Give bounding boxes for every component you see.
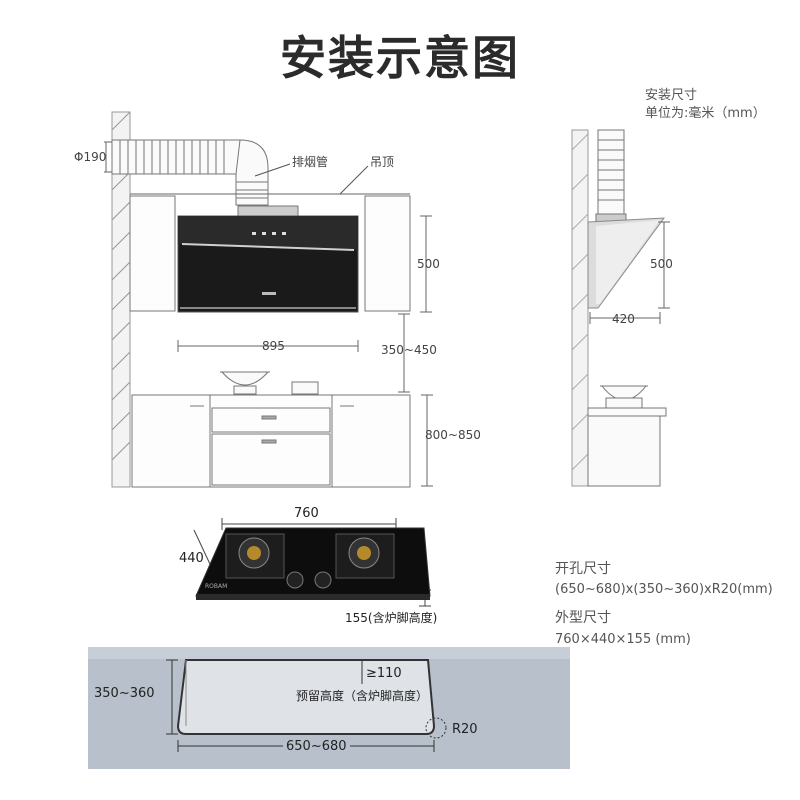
- cutout-spec-value: (650~680)x(350~360)xR20(mm): [555, 582, 773, 597]
- cooktop-depth-label: 440: [179, 551, 204, 566]
- cutout-spec-title: 开孔尺寸: [555, 561, 611, 577]
- unit-label: 单位为:毫米（mm）: [645, 106, 766, 121]
- base-cabinet: [131, 394, 411, 488]
- outer-spec-title: 外型尺寸: [555, 610, 611, 626]
- side-cabinet: [587, 385, 667, 487]
- pipe-diameter-label: Φ190: [74, 150, 107, 164]
- range-hood-side: [587, 213, 666, 309]
- cutout-width-label: 650~680: [283, 739, 350, 754]
- cooktop-width-label: 760: [294, 506, 319, 521]
- cabinet-height-label: 800~850: [425, 428, 481, 442]
- side-pipe: [597, 129, 625, 215]
- side-depth-label: 420: [612, 312, 635, 326]
- knob-right: [314, 571, 332, 589]
- radius-label: R20: [452, 722, 478, 737]
- side-height-label: 500: [650, 257, 673, 271]
- knob-left: [286, 571, 304, 589]
- clearance-label: ≥110: [366, 666, 402, 681]
- hood-height-label: 500: [417, 257, 440, 271]
- exhaust-pipe: [111, 139, 269, 206]
- brand-logo: ROBAM: [205, 583, 228, 590]
- burner-left: [225, 533, 285, 579]
- ceiling-label: 吊顶: [370, 155, 395, 169]
- cooktop-height-label: 155(含炉脚高度): [345, 611, 438, 625]
- cutout-shape: [176, 659, 436, 735]
- range-hood-front: [177, 205, 359, 313]
- page-title: 安装示意图: [280, 31, 520, 85]
- hood-dimensions: [104, 141, 433, 487]
- upper-cabinets: [129, 195, 411, 312]
- side-dimensions: [589, 221, 670, 324]
- side-wall: [571, 129, 589, 487]
- install-size-label: 安装尺寸: [645, 88, 698, 103]
- gas-cooktop: [195, 527, 431, 600]
- burner-right: [335, 533, 395, 579]
- hood-width-label: 895: [262, 339, 285, 353]
- reserve-height-label: 预留高度（含炉脚高度）: [296, 689, 429, 703]
- cutout-depth-label: 350~360: [94, 686, 155, 701]
- exhaust-pipe-label: 排烟管: [292, 155, 329, 169]
- outer-spec-value: 760×440×155 (mm): [555, 632, 691, 647]
- hood-to-stove-label: 350~450: [381, 343, 437, 357]
- wok-front: [220, 371, 319, 395]
